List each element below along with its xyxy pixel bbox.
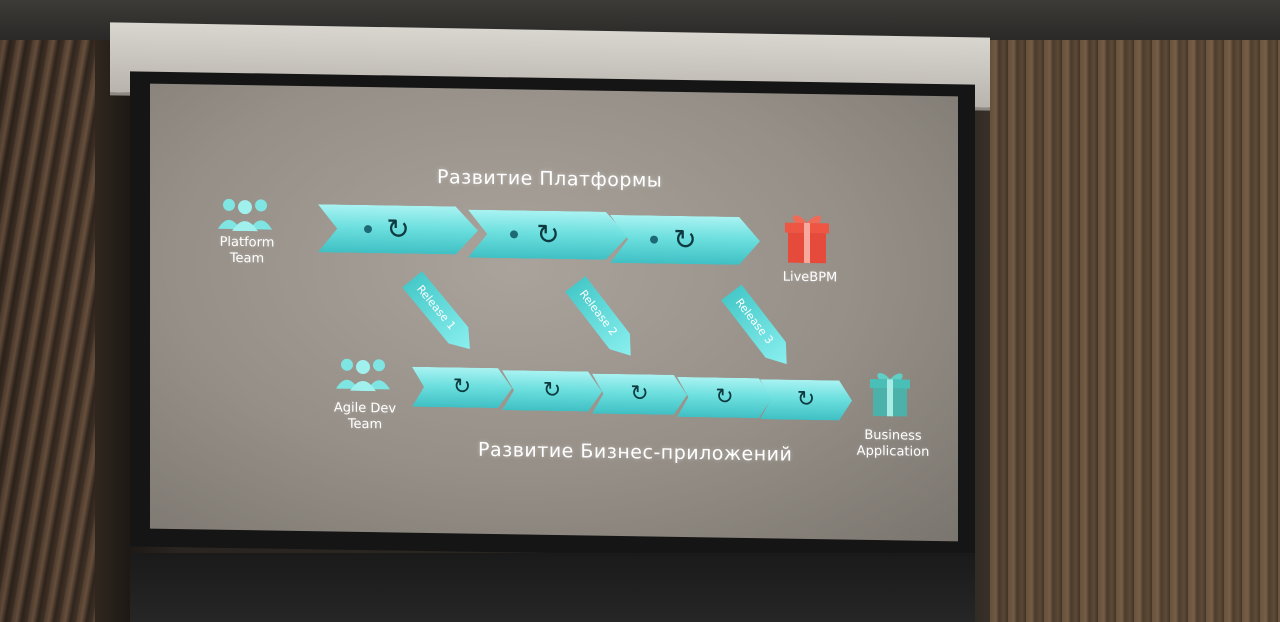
projected-slide: Развитие Платформы Platform Team ↻ ↻ ↻ L… [150,83,958,542]
gift-box-teal-icon [870,373,910,417]
team-icon [336,358,390,392]
cycle-icon: ↻ [542,377,562,404]
platform-team-line2: Team [229,250,265,267]
app-sprint-5: ↻ [760,379,852,420]
agile-team-line1: Agile Dev [333,400,397,417]
team-icon [218,198,272,232]
screen-bottom-frame [130,553,975,622]
cycle-icon: ↻ [536,217,560,252]
gift-box-icon [785,215,829,264]
platform-sprint-3: ↻ [610,215,760,265]
livebpm-label: LiveBPM [782,269,838,286]
cycle-icon: ↻ [386,212,410,246]
agile-team-label: Agile Dev Team [320,400,410,433]
app-sprint-4: ↻ [677,377,772,418]
release-3-arrow: Release 3 [721,284,797,371]
cycle-icon: ↻ [452,374,472,400]
business-app-label: Business Application [848,428,938,461]
platform-team-label: Platform Team [202,234,292,267]
top-title: Развитие Платформы [437,166,663,192]
cycle-icon: ↻ [673,222,697,257]
release-1-arrow: Release 1 [402,271,480,357]
wood-panel-left [0,40,95,622]
cycle-icon: ↻ [796,386,816,413]
release-2-arrow: Release 2 [565,276,641,363]
dot [364,225,372,233]
wood-panel-right [990,0,1280,622]
platform-sprint-1: ↻ [318,204,478,255]
bottom-title: Развитие Бизнес-приложений [478,438,793,466]
dot [510,230,518,238]
platform-team-line1: Platform [219,234,275,251]
app-sprint-2: ↻ [502,370,602,412]
business-app-line2: Application [856,443,930,460]
agile-team-line2: Team [347,416,383,433]
business-app-line1: Business [864,427,922,444]
cycle-icon: ↻ [630,381,649,407]
cycle-icon: ↻ [715,384,734,410]
dot [650,236,658,244]
platform-sprint-2: ↻ [468,210,628,261]
app-sprint-1: ↻ [412,367,512,409]
app-sprint-3: ↻ [592,374,687,415]
